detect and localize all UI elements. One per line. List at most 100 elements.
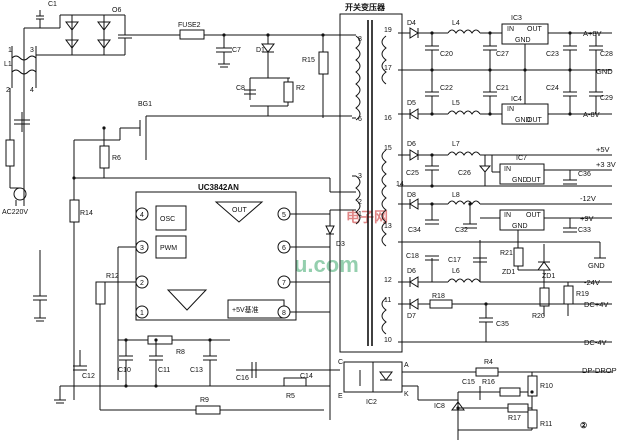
switching-transformer <box>339 13 403 353</box>
ic4-label: IC4 <box>511 96 522 103</box>
l6-label: L6 <box>452 268 460 275</box>
l1-pin-3: 3 <box>30 47 34 54</box>
r6-label: R6 <box>112 155 121 162</box>
r14-label: R14 <box>80 210 93 217</box>
d6b-label: D6 <box>407 268 416 275</box>
r9-label: R9 <box>200 397 209 404</box>
ic9v-in-pin: IN <box>504 212 511 219</box>
r4-label: R4 <box>484 359 493 366</box>
transformer-title: 开关变压器 <box>345 2 386 12</box>
transformer-pin-15: 15 <box>384 145 392 152</box>
d3-label: D3 <box>336 241 345 248</box>
l1-pin-4: 4 <box>30 87 34 94</box>
transformer-pin-10: 10 <box>384 337 392 344</box>
l7-label: L7 <box>452 141 460 148</box>
ic7-in-pin: IN <box>504 166 511 173</box>
junction-dots <box>72 31 572 410</box>
ic2-pin-k: K <box>404 391 409 398</box>
out-block-label: OUT <box>232 207 248 214</box>
c21-label: C21 <box>496 85 509 92</box>
c33-label: C33 <box>578 227 591 234</box>
ic9v-out-pin: OUT <box>526 212 542 219</box>
c20-label: C20 <box>440 51 453 58</box>
c24-label: C24 <box>546 85 559 92</box>
ic7-out-pin: OUT <box>526 177 542 184</box>
transformer-pin-19: 19 <box>384 27 392 34</box>
c26-label: C26 <box>458 170 471 177</box>
c12-label: C12 <box>82 373 95 380</box>
c36-label: C36 <box>578 171 591 178</box>
c15-label: C15 <box>462 379 475 386</box>
transformer-pin-14: 14 <box>396 181 404 188</box>
c1-label: C1 <box>48 1 57 8</box>
ic2-pin-a: A <box>404 362 409 369</box>
primary-control <box>33 115 356 420</box>
o6-label: O6 <box>112 7 121 14</box>
transformer-pin-3: 3 <box>358 173 362 180</box>
secondary-circuits <box>398 23 612 343</box>
c25-label: C25 <box>406 170 419 177</box>
c32-label: C32 <box>455 227 468 234</box>
pwm-block-label: PWM <box>160 245 177 252</box>
c14-label: C14 <box>300 373 313 380</box>
ic4-out-pin: OUT <box>527 117 543 124</box>
uc-pin-7: 7 <box>282 280 286 287</box>
c13-label: C13 <box>190 367 203 374</box>
c29-label: C29 <box>600 95 613 102</box>
uc3842-label: UC3842AN <box>198 183 239 192</box>
d7-label: D7 <box>407 313 416 320</box>
snubber-network <box>216 35 352 118</box>
ic3-label: IC3 <box>511 15 522 22</box>
ic3-out-pin: OUT <box>527 26 543 33</box>
rail-dc-minus-4v: DC-4V <box>584 338 607 347</box>
ic2-pin-c: C <box>338 359 343 366</box>
optocoupler-feedback <box>343 361 612 440</box>
ic8-label: IC8 <box>434 403 445 410</box>
zd1b-label: ZD1 <box>542 273 555 280</box>
ic2-label: IC2 <box>366 399 377 406</box>
transformer-pin-1: 1 <box>358 211 362 218</box>
r15-label: R15 <box>302 57 315 64</box>
d4-label: D4 <box>407 20 416 27</box>
r17-label: R17 <box>508 415 521 422</box>
r19-label: R19 <box>576 291 589 298</box>
l4-label: L4 <box>452 20 460 27</box>
zd1-label: ZD1 <box>502 269 515 276</box>
c10-label: C10 <box>118 367 131 374</box>
ic3-gnd-pin: GND <box>515 37 531 44</box>
transformer-pin-12: 12 <box>384 277 392 284</box>
l1-pin-2: 2 <box>6 87 10 94</box>
rail-plus-3v3: +3 3V <box>596 160 616 169</box>
c27-label: C27 <box>496 51 509 58</box>
d8-label: D8 <box>407 192 416 199</box>
c11-label: C11 <box>158 367 170 374</box>
rail-plus-5v: +5V <box>596 145 610 154</box>
r11-label: R11 <box>540 421 552 428</box>
c35-label: C35 <box>496 321 509 328</box>
c16-label: C16 <box>236 375 249 382</box>
r16-label: R16 <box>482 379 495 386</box>
rail-minus-24v: -24V <box>584 278 600 287</box>
transformer-pin-11: 11 <box>384 297 391 304</box>
l8-label: L8 <box>452 192 460 199</box>
transformer-pin-17: 17 <box>384 65 392 72</box>
ic4-gnd-pin: GND <box>515 117 531 124</box>
figure-number: ② <box>580 421 587 430</box>
ic7-gnd-pin: GND <box>512 177 528 184</box>
d1-label: D1 <box>256 47 265 54</box>
bridge-rectifier <box>35 14 352 88</box>
transformer-pin-8: 8 <box>358 36 362 43</box>
l1-label: L1 <box>4 61 12 68</box>
r8-label: R8 <box>176 349 185 356</box>
rail-dp-drop: DP-DROP <box>582 366 617 375</box>
rail-dc-plus-4v: DC+4V <box>584 300 608 309</box>
transformer-pin-16: 16 <box>384 115 392 122</box>
d5-label: D5 <box>407 100 416 107</box>
rail-a-plus-8v: A+8V <box>583 29 602 38</box>
r10-label: R10 <box>540 383 553 390</box>
l1-pin-1: 1 <box>8 47 12 54</box>
uc-pin-6: 6 <box>282 245 286 252</box>
ic9v-gnd-pin: GND <box>512 223 528 230</box>
uc-pin-5: 5 <box>282 212 286 219</box>
uc-pin-1: 1 <box>140 310 144 317</box>
